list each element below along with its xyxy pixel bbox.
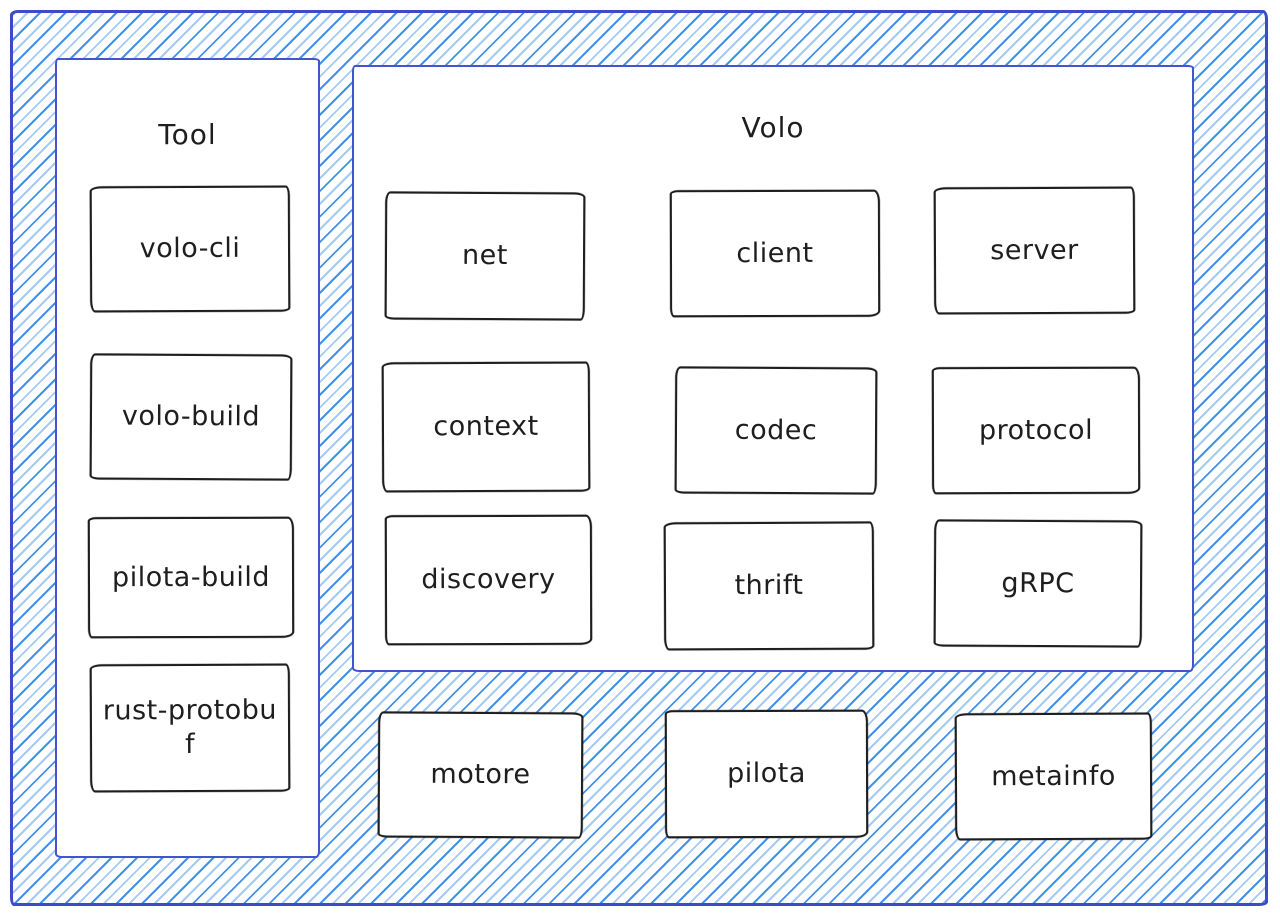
volo-box-context: context: [381, 361, 591, 493]
standalone-box-pilota: pilota: [664, 709, 869, 839]
tool-box-rust-protobuf: rust-protobuf: [89, 663, 291, 793]
volo-box-thrift: thrift: [663, 521, 875, 651]
standalone-box-motore: motore: [377, 711, 584, 839]
box-label: pilota-build: [111, 561, 271, 593]
box-label: discovery: [421, 563, 556, 596]
tool-panel: Tool volo-cli volo-build pilota-build ru…: [55, 58, 320, 858]
volo-box-protocol: protocol: [931, 366, 1141, 495]
box-label: volo-build: [121, 400, 261, 433]
tool-box-pilota-build: pilota-build: [87, 516, 295, 639]
volo-box-server: server: [933, 186, 1136, 315]
volo-box-grpc: gRPC: [933, 519, 1143, 648]
box-label: codec: [734, 414, 818, 446]
tool-box-volo-build: volo-build: [89, 353, 293, 481]
box-label: motore: [430, 758, 531, 791]
volo-panel-title: Volo: [741, 111, 805, 144]
box-label: client: [736, 237, 814, 269]
tool-box-volo-cli: volo-cli: [89, 185, 291, 313]
volo-box-codec: codec: [674, 366, 878, 495]
box-label: server: [990, 234, 1079, 266]
box-label: metainfo: [991, 760, 1116, 792]
volo-box-discovery: discovery: [384, 514, 593, 646]
box-label: volo-cli: [139, 232, 241, 265]
tool-panel-title: Tool: [158, 118, 217, 151]
box-label: thrift: [734, 569, 804, 602]
box-label: pilota: [727, 758, 806, 790]
box-label: context: [433, 410, 539, 443]
volo-box-client: client: [669, 189, 881, 318]
box-label: protocol: [978, 414, 1094, 446]
box-label: net: [462, 240, 508, 272]
volo-panel: Volo net client server context codec pro…: [352, 65, 1194, 672]
standalone-box-metainfo: metainfo: [954, 712, 1153, 841]
box-label: rust-protobuf: [102, 694, 278, 761]
volo-box-net: net: [384, 191, 586, 321]
box-label: gRPC: [1001, 567, 1075, 599]
